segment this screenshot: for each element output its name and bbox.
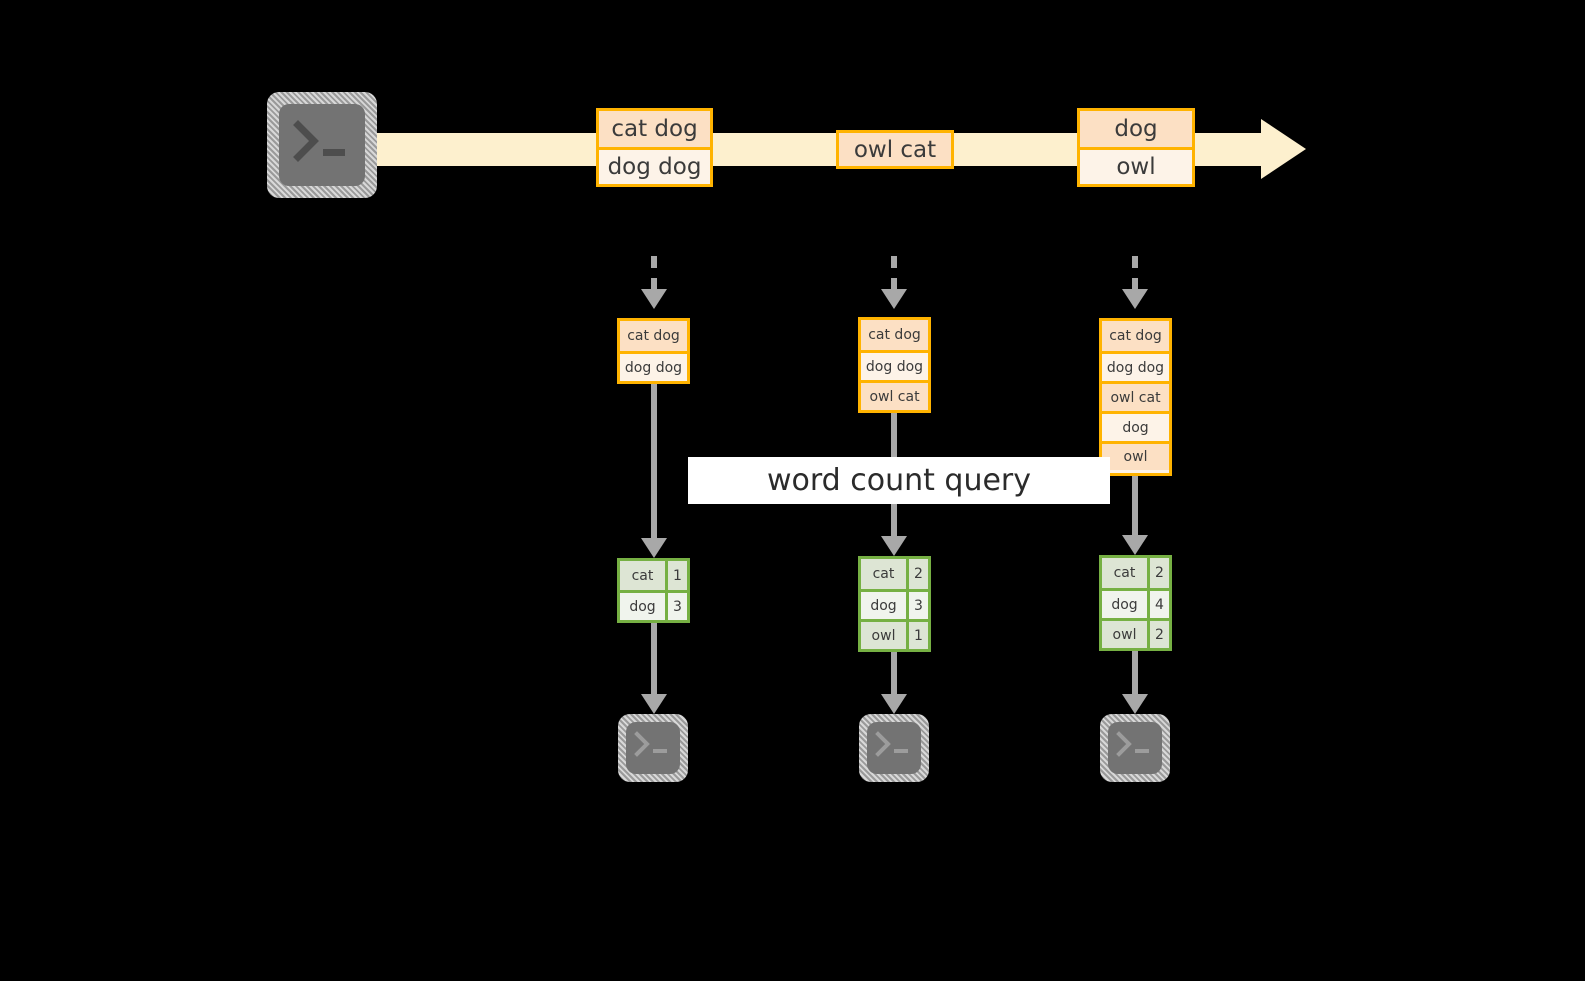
arrow-right-icon: [1261, 119, 1306, 179]
table-row: dog 3: [861, 589, 928, 619]
snapshot-2-result-table[interactable]: cat 2 dog 3 owl 1: [858, 556, 931, 652]
terminal-screen: [1108, 722, 1162, 774]
stream-event-3[interactable]: dog owl: [1077, 108, 1195, 187]
snapshot-1-result-table[interactable]: cat 1 dog 3: [617, 558, 690, 623]
snapshot-3-count-2: 4: [1147, 591, 1169, 618]
snapshot-2-sink-arrowhead: [881, 694, 907, 714]
stream-event-3-line-1: dog: [1080, 111, 1192, 147]
snapshot-1-sink-terminal-icon[interactable]: [618, 714, 688, 782]
snapshot-3-word-3: owl: [1102, 621, 1147, 648]
snapshot-3-accumulated-records[interactable]: cat dog dog dog owl cat dog owl: [1099, 318, 1172, 476]
snapshot-3-count-3: 2: [1147, 621, 1169, 648]
snapshot-3-record-4: dog: [1102, 411, 1169, 441]
snapshot-2-word-3: owl: [861, 622, 906, 649]
snapshot-3-sink-line: [1132, 651, 1138, 695]
snapshot-2-sink-terminal-icon[interactable]: [859, 714, 929, 782]
snapshot-3-record-1: cat dog: [1102, 321, 1169, 351]
stream-event-1-line-2: dog dog: [599, 147, 710, 184]
snapshot-3-record-5: owl: [1102, 441, 1169, 470]
snapshot-1-record-1: cat dog: [620, 321, 687, 351]
snapshot-3-record-2: dog dog: [1102, 351, 1169, 381]
table-row: owl 2: [1102, 618, 1169, 648]
snapshot-2-count-3: 1: [906, 622, 928, 649]
snapshot-2-record-2: dog dog: [861, 350, 928, 380]
snapshot-1-word-2: dog: [620, 593, 665, 620]
snapshot-1-accumulated-records[interactable]: cat dog dog dog: [617, 318, 690, 384]
snapshot-1-record-2: dog dog: [620, 351, 687, 381]
snapshot-3-query-line: [1132, 476, 1138, 536]
snapshot-2-accumulated-records[interactable]: cat dog dog dog owl cat: [858, 317, 931, 413]
snapshot-2-count-1: 2: [906, 559, 928, 589]
source-terminal-icon[interactable]: [267, 92, 377, 198]
snapshot-1-trigger-arrowhead: [641, 289, 667, 309]
table-row: dog 4: [1102, 588, 1169, 618]
terminal-screen: [279, 104, 365, 186]
snapshot-2-count-2: 3: [906, 592, 928, 619]
snapshot-3-record-3: owl cat: [1102, 381, 1169, 411]
snapshot-1-trigger-line: [651, 256, 657, 290]
snapshot-3-result-table[interactable]: cat 2 dog 4 owl 2: [1099, 555, 1172, 651]
snapshot-1-query-arrowhead: [641, 538, 667, 558]
stream-event-1-line-1: cat dog: [599, 111, 710, 147]
snapshot-1-count-1: 1: [665, 561, 687, 590]
table-row: cat 2: [861, 559, 928, 589]
terminal-prompt-glyph: [634, 731, 667, 757]
table-row: cat 1: [620, 561, 687, 590]
terminal-prompt-glyph: [1116, 731, 1149, 757]
terminal-screen: [626, 722, 680, 774]
snapshot-3-query-arrowhead: [1122, 535, 1148, 555]
stream-event-1[interactable]: cat dog dog dog: [596, 108, 713, 187]
snapshot-2-query-arrowhead: [881, 536, 907, 556]
table-row: dog 3: [620, 590, 687, 620]
snapshot-1-count-2: 3: [665, 593, 687, 620]
snapshot-3-count-1: 2: [1147, 558, 1169, 588]
snapshot-3-trigger-line: [1132, 256, 1138, 290]
terminal-prompt-glyph: [293, 120, 345, 162]
snapshot-1-word-1: cat: [620, 561, 665, 590]
query-label: word count query: [688, 457, 1110, 504]
snapshot-2-trigger-arrowhead: [881, 289, 907, 309]
snapshot-3-sink-arrowhead: [1122, 694, 1148, 714]
table-row: cat 2: [1102, 558, 1169, 588]
snapshot-2-word-1: cat: [861, 559, 906, 589]
stream-event-3-line-2: owl: [1080, 147, 1192, 184]
stream-event-2[interactable]: owl cat: [836, 130, 954, 169]
snapshot-3-sink-terminal-icon[interactable]: [1100, 714, 1170, 782]
snapshot-1-sink-line: [651, 623, 657, 695]
snapshot-2-record-1: cat dog: [861, 320, 928, 350]
snapshot-3-trigger-arrowhead: [1122, 289, 1148, 309]
stream-event-2-line-1: owl cat: [839, 133, 951, 166]
snapshot-3-word-2: dog: [1102, 591, 1147, 618]
terminal-prompt-glyph: [875, 731, 908, 757]
table-row: owl 1: [861, 619, 928, 649]
snapshot-2-record-3: owl cat: [861, 380, 928, 410]
terminal-screen: [867, 722, 921, 774]
snapshot-1-sink-arrowhead: [641, 694, 667, 714]
snapshot-2-word-2: dog: [861, 592, 906, 619]
snapshot-3-word-1: cat: [1102, 558, 1147, 588]
snapshot-2-sink-line: [891, 652, 897, 695]
snapshot-2-trigger-line: [891, 256, 897, 290]
snapshot-1-query-line: [651, 384, 657, 539]
